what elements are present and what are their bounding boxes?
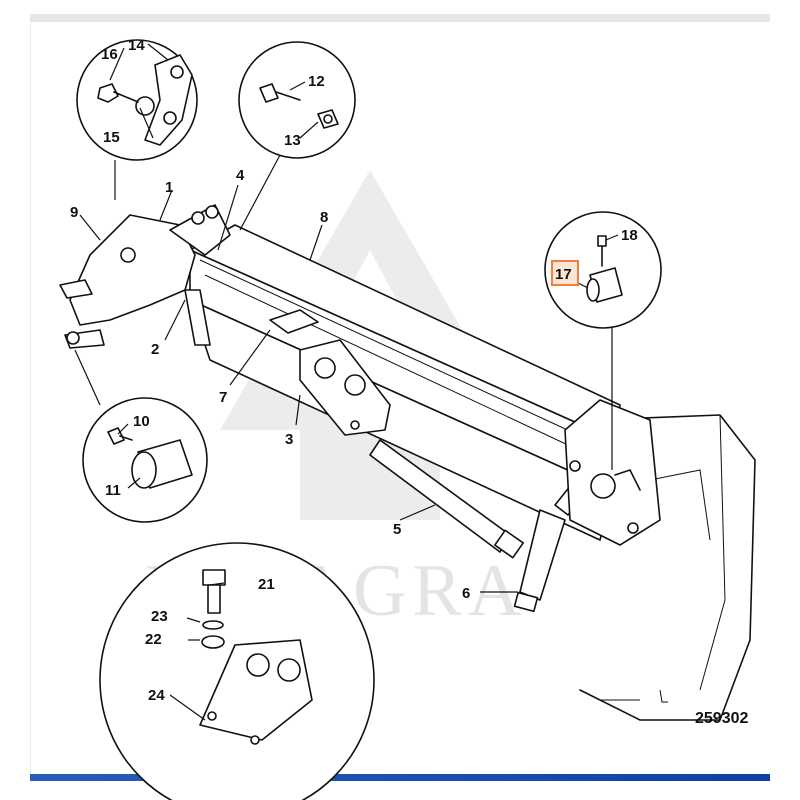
callout-4: 4 bbox=[236, 167, 245, 184]
callout-17-highlight bbox=[551, 260, 579, 286]
callout-3: 3 bbox=[285, 431, 293, 448]
cylinders bbox=[269, 309, 589, 613]
callout-7: 7 bbox=[219, 389, 227, 406]
callouts: 1 2 3 4 5 6 7 8 9 10 11 12 13 14 15 16 1… bbox=[70, 37, 638, 704]
side-plate bbox=[299, 339, 391, 436]
detail-bubble-bracket bbox=[76, 39, 198, 200]
callout-22: 22 bbox=[145, 631, 162, 648]
rear-bracket bbox=[564, 399, 661, 546]
callout-15: 15 bbox=[103, 129, 120, 146]
callout-18: 18 bbox=[621, 227, 638, 244]
detail-bubble-bolt bbox=[238, 41, 356, 231]
callout-21: 21 bbox=[258, 576, 275, 593]
callout-11: 11 bbox=[105, 482, 121, 499]
callout-13: 13 bbox=[284, 132, 301, 149]
callout-24: 24 bbox=[148, 687, 165, 704]
detail-bubble-bush-11 bbox=[74, 349, 208, 523]
cab-housing bbox=[579, 414, 756, 721]
callout-8: 8 bbox=[320, 209, 328, 226]
detail-bubble-bushing bbox=[544, 211, 662, 470]
callout-16: 16 bbox=[101, 46, 118, 63]
callout-17: 17 bbox=[555, 266, 572, 283]
callout-5: 5 bbox=[393, 521, 401, 538]
callout-23: 23 bbox=[151, 608, 168, 625]
callout-2: 2 bbox=[151, 341, 159, 358]
callout-14: 14 bbox=[128, 37, 145, 54]
callout-9: 9 bbox=[70, 204, 78, 221]
callout-1: 1 bbox=[165, 179, 173, 196]
top-border bbox=[30, 14, 770, 22]
front-bracket bbox=[59, 204, 231, 349]
callout-10: 10 bbox=[133, 413, 150, 430]
callout-12: 12 bbox=[308, 73, 325, 90]
figure-number: 259302 bbox=[695, 710, 748, 727]
detail-bubble-angle-bracket bbox=[99, 542, 375, 800]
leader-lines bbox=[79, 43, 619, 721]
callout-6: 6 bbox=[462, 585, 470, 602]
bottom-border bbox=[30, 774, 770, 781]
